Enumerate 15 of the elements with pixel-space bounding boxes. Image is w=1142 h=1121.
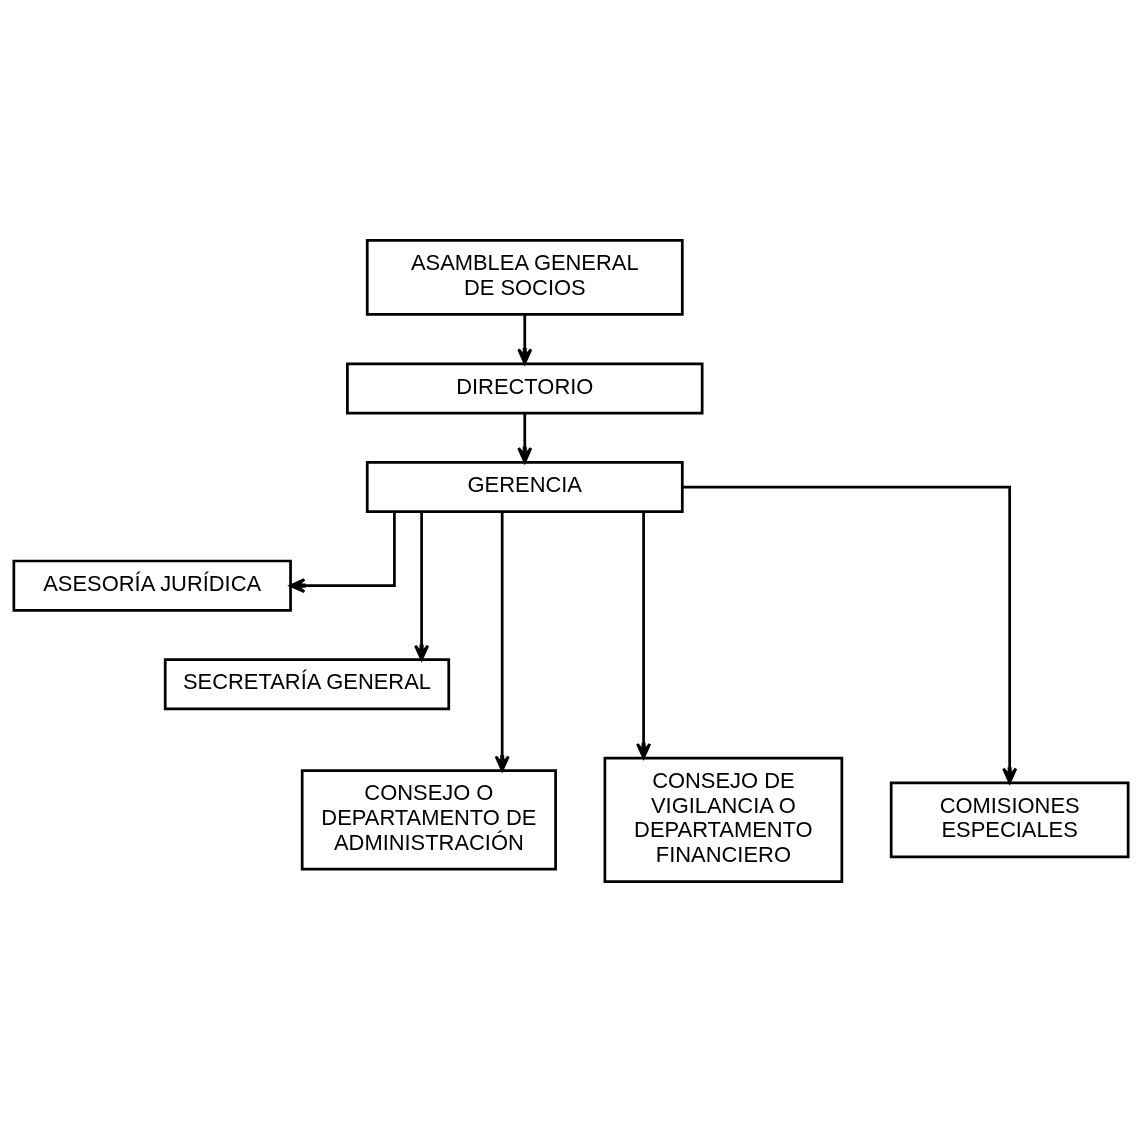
arrow	[517, 412, 533, 463]
node-box: GERENCIA	[365, 460, 684, 513]
arrow	[289, 511, 396, 593]
node-box: CONSEJO O DEPARTAMENTO DE ADMINISTRACIÓN	[300, 768, 557, 871]
node-box: DIRECTORIO	[346, 361, 704, 414]
arrow	[682, 485, 1018, 784]
node-box: ASAMBLEA GENERAL DE SOCIOS	[365, 238, 684, 316]
node-box: ASESORÍA JURÍDICA	[12, 559, 292, 612]
arrow	[636, 511, 652, 759]
node-box: CONSEJO DE VIGILANCIA O DEPARTAMENTO FINANCIERO	[603, 756, 844, 883]
arrow	[494, 511, 510, 772]
node-box: COMISIONES ESPECIALES	[889, 781, 1130, 858]
arrow	[517, 314, 533, 364]
node-box: SECRETARÍA GENERAL	[163, 657, 451, 710]
arrow	[414, 511, 430, 661]
